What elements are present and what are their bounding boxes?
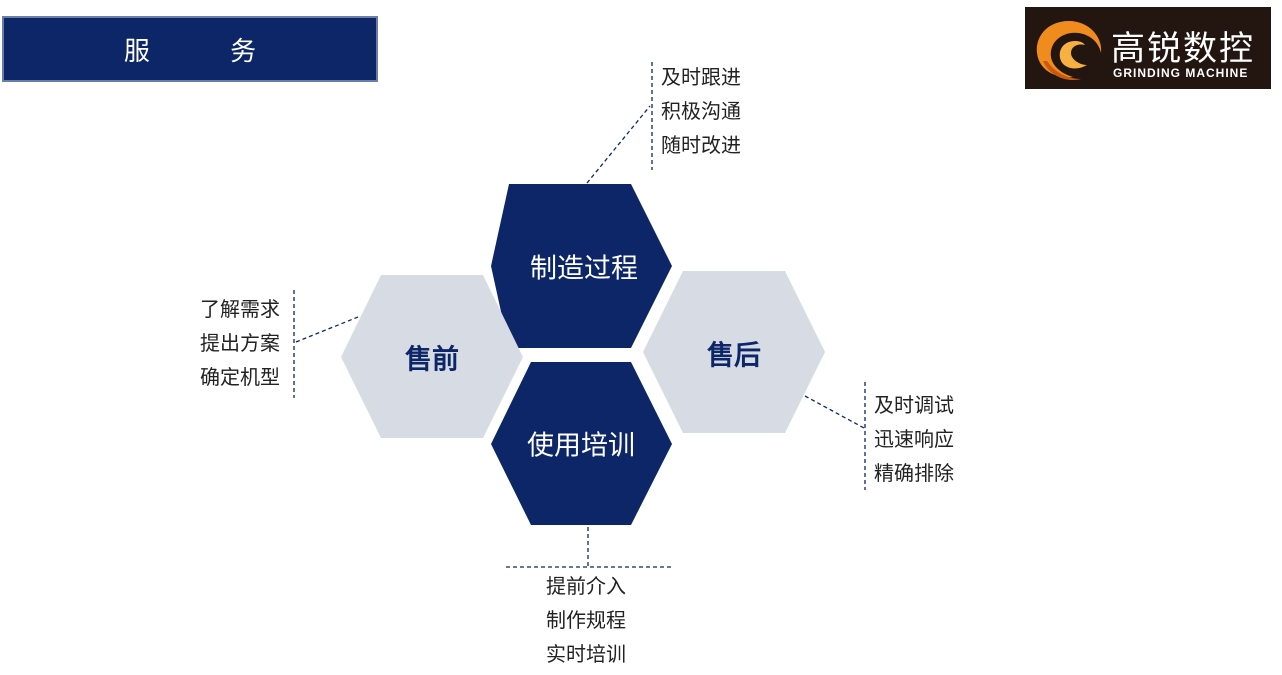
logo-swirl-icon [1036,21,1102,81]
page-title: 服 务 [123,36,293,67]
connector-right [804,395,865,429]
logo-english-name: GRINDING MACHINE [1113,66,1249,80]
note-list-right: 及时调试 迅速响应 精确排除 [874,388,954,490]
note-item: 提出方案 [200,331,280,355]
note-list-top: 及时跟进 积极沟通 随时改进 [661,60,741,162]
company-logo: 高锐数控 GRINDING MACHINE [1025,7,1271,89]
note-item: 积极沟通 [661,99,741,123]
note-item: 提前介入 [546,574,626,598]
note-item: 实时培训 [546,642,626,666]
hex-bottom [491,362,672,525]
note-item: 随时改进 [661,133,741,157]
connector-left [295,316,359,343]
hex-label-manufacturing: 制造过程 [530,253,638,285]
note-list-bottom: 提前介入 制作规程 实时培训 [546,569,626,671]
note-item: 精确排除 [874,461,954,485]
logo-chinese-name: 高锐数控 [1111,29,1255,69]
hex-right [643,271,825,433]
note-item: 制作规程 [546,608,626,632]
note-item: 及时跟进 [661,65,741,89]
note-item: 确定机型 [200,365,280,389]
hex-left [341,275,523,438]
note-item: 了解需求 [200,297,280,321]
hex-label-pre-sale: 售前 [405,344,459,376]
note-list-left: 了解需求 提出方案 确定机型 [200,292,280,394]
note-item: 迅速响应 [874,427,954,451]
title-banner: 服 务 [2,16,378,82]
note-item: 及时调试 [874,393,954,417]
hex-top [491,184,672,348]
hex-label-training: 使用培训 [527,430,635,462]
connector-top [586,105,651,184]
hex-label-after-sale: 售后 [707,340,761,372]
